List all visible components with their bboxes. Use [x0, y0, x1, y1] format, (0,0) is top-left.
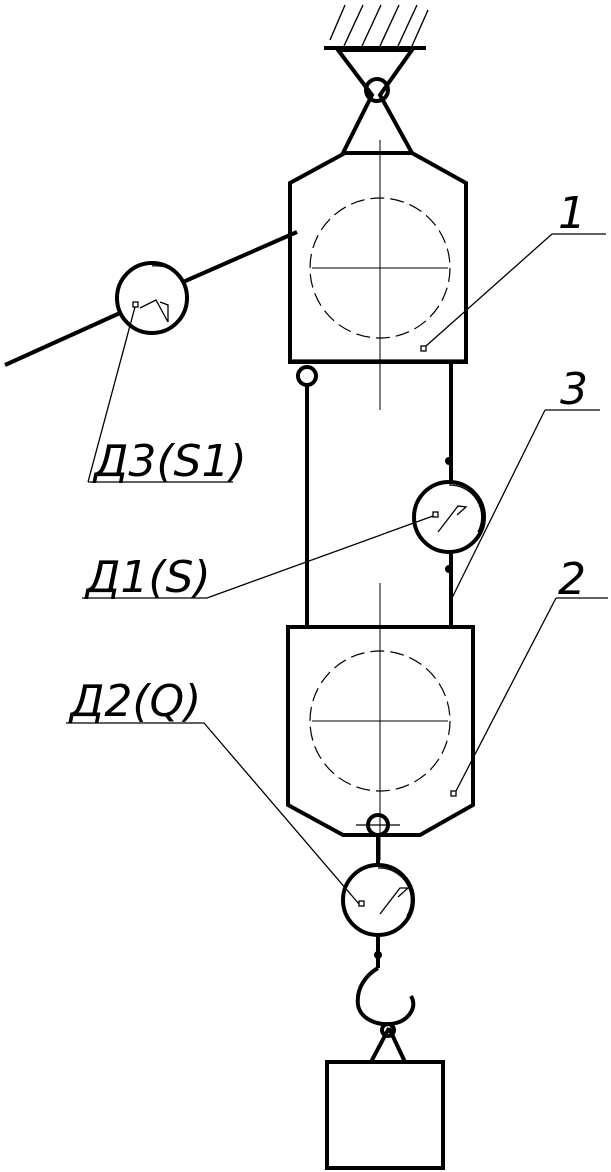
dynamometer-d1	[412, 480, 486, 554]
label-dynamometer-d3: Д3(S1)	[92, 436, 247, 487]
lower-chain	[374, 835, 382, 968]
label-part-3: 3	[560, 364, 588, 415]
lower-pulley-block	[286, 583, 475, 860]
label-part-1: 1	[558, 188, 586, 239]
left-rope-branch	[296, 365, 318, 627]
label-dynamometer-d2: Д2(Q)	[68, 676, 201, 727]
right-rope-branch	[445, 362, 453, 627]
dynamometer-d3	[115, 261, 189, 335]
lead-rope	[4, 230, 298, 367]
label-part-2: 2	[558, 554, 586, 605]
dynamometer-d2	[341, 863, 415, 937]
top-hanger	[333, 48, 416, 155]
sling	[369, 1022, 407, 1063]
upper-pulley-block	[288, 140, 468, 410]
leader-lines	[66, 233, 608, 905]
load	[325, 1060, 445, 1170]
hook	[355, 966, 416, 1027]
label-dynamometer-d1: Д1(S)	[84, 552, 211, 603]
ceiling-support	[324, 4, 429, 50]
